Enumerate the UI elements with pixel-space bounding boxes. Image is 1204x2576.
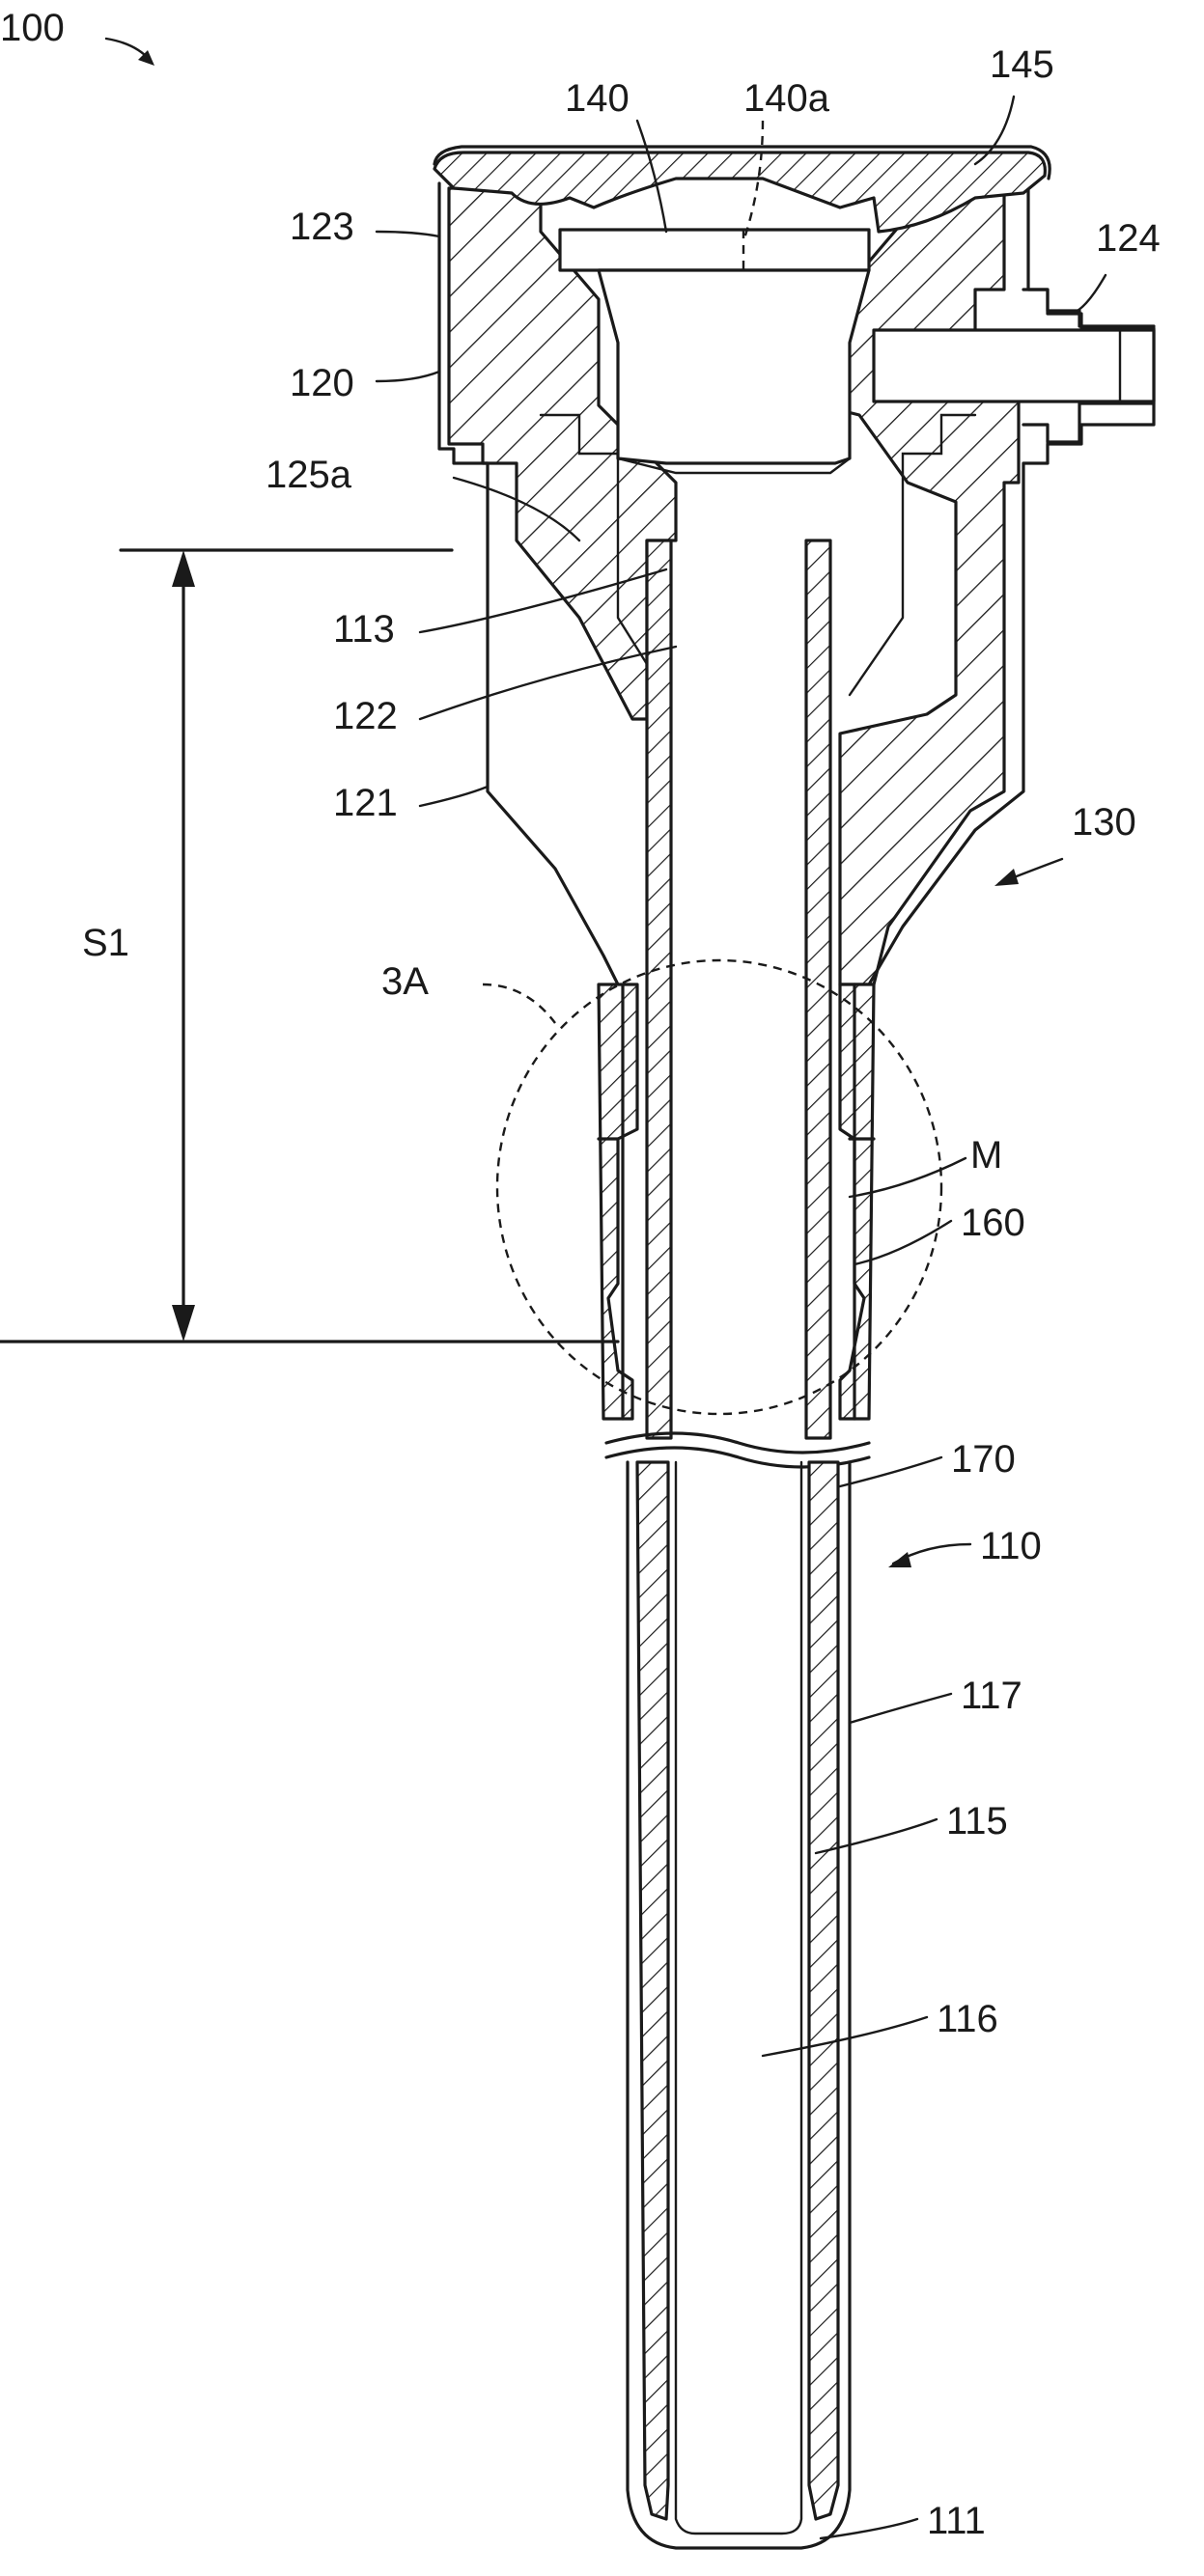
label-140: 140 [565,77,630,120]
label-145: 145 [990,43,1054,86]
label-111: 111 [927,2500,986,2542]
label-123: 123 [290,206,354,248]
label-130: 130 [1072,801,1136,844]
label-121: 121 [333,782,398,824]
label-115: 115 [946,1800,1008,1842]
label-122: 122 [333,695,398,737]
label-110: 110 [980,1525,1042,1567]
label-3a: 3A [381,960,429,1003]
label-m: M [970,1134,1002,1177]
label-100: 100 [0,7,65,49]
label-140a: 140a [743,77,830,120]
label-125a: 125a [266,454,352,496]
label-116: 116 [937,1998,998,2040]
label-170: 170 [951,1438,1016,1481]
sleeve-160 [599,984,874,1419]
label-124: 124 [1096,217,1161,260]
label-117: 117 [961,1675,1022,1717]
tube-110 [606,540,869,2548]
label-113: 113 [333,608,395,651]
label-160: 160 [961,1202,1025,1244]
label-s1: S1 [82,922,129,964]
label-120: 120 [290,362,354,404]
